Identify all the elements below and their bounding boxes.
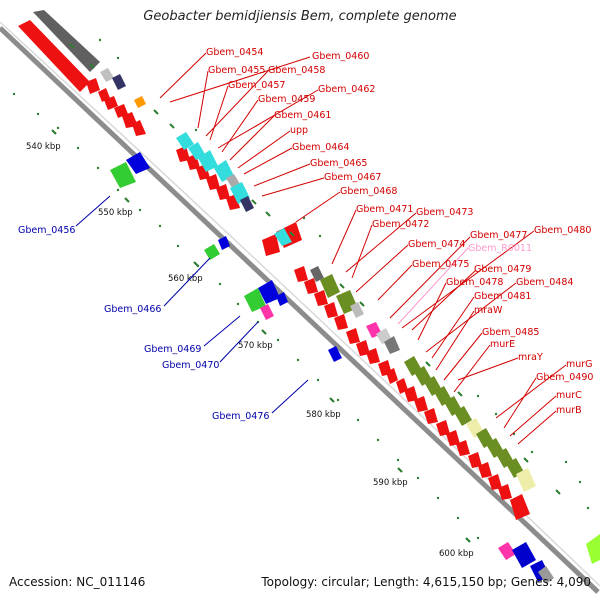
gene-label-gbem-0479: Gbem_0479: [474, 264, 531, 275]
map-title: Geobacter bemidjiensis Bem, complete gen…: [143, 9, 457, 24]
kbp-label-600: 600 kbp: [439, 549, 474, 559]
gene-label-gbem-0461: Gbem_0461: [274, 110, 331, 121]
gene-labels-minus: Gbem_0456 Gbem_0466 Gbem_0469 Gbem_0470 …: [18, 225, 269, 422]
gene-block-grey: [33, 10, 100, 72]
genome-summary-text: Topology: circular; Length: 4,615,150 bp…: [261, 575, 591, 589]
gene-label-gbem-0485: Gbem_0485: [482, 327, 539, 338]
gene-label-gbem-0473: Gbem_0473: [416, 207, 473, 218]
gene-label-mure: murE: [490, 339, 515, 350]
gene-label-gbem-0460: Gbem_0460: [312, 51, 369, 62]
gene-label-gbem-r0011: Gbem_R0011: [468, 243, 532, 254]
gene-label-gbem-0474: Gbem_0474: [408, 239, 465, 250]
gene-label-gbem-0472: Gbem_0472: [372, 219, 429, 230]
gene-label-mray: mraY: [518, 352, 543, 363]
gene-label-gbem-0462: Gbem_0462: [318, 84, 375, 95]
gene-label-gbem-0490: Gbem_0490: [536, 372, 593, 383]
minus-strand-genes: [110, 152, 554, 584]
gene-label-gbem-0468: Gbem_0468: [340, 186, 397, 197]
gene-label-murb: murB: [556, 405, 582, 416]
plus-strand-upper-genes: [100, 68, 600, 582]
kbp-label-580: 580 kbp: [306, 410, 341, 420]
gene-block-red-large: [18, 20, 90, 92]
gene-label-gbem-0469: Gbem_0469: [144, 344, 201, 355]
gene-label-gbem-0476: Gbem_0476: [212, 411, 269, 422]
gene-label-gbem-0471: Gbem_0471: [356, 204, 413, 215]
kbp-label-570: 570 kbp: [238, 341, 273, 351]
gene-label-gbem-0458: Gbem_0458: [268, 65, 325, 76]
gene-label-gbem-0465: Gbem_0465: [310, 158, 367, 169]
genome-backbone: [0, 26, 600, 594]
kbp-label-590: 590 kbp: [373, 478, 408, 488]
gene-label-gbem-0484: Gbem_0484: [516, 277, 573, 288]
kbp-label-540: 540 kbp: [26, 142, 61, 152]
gene-label-gbem-0481: Gbem_0481: [474, 291, 531, 302]
gene-label-gbem-0456: Gbem_0456: [18, 225, 75, 236]
gene-label-murg: murG: [566, 359, 593, 370]
gene-label-gbem-0478: Gbem_0478: [446, 277, 503, 288]
kbp-major-ticks: [51, 129, 471, 543]
gene-label-gbem-0477: Gbem_0477: [470, 230, 527, 241]
gene-label-gbem-0454: Gbem_0454: [206, 47, 263, 58]
scale-ticks-plus: [69, 43, 561, 495]
gene-labels-plus: Gbem_0454 Gbem_0460 Gbem_0455 Gbem_0458 …: [206, 47, 593, 416]
gene-label-upp: upp: [290, 125, 308, 136]
leader-lines-plus: [159, 52, 567, 445]
leader-lines-minus: [75, 195, 309, 414]
gene-label-gbem-0455: Gbem_0455: [208, 65, 265, 76]
gene-label-murc: murC: [556, 390, 582, 401]
kbp-label-560: 560 kbp: [168, 274, 203, 284]
plus-strand-genes: [86, 78, 530, 520]
genome-backbone-inner: [0, 21, 600, 587]
gene-label-gbem-0470: Gbem_0470: [162, 360, 219, 371]
kbp-label-550: 550 kbp: [98, 208, 133, 218]
gene-label-gbem-0480: Gbem_0480: [534, 225, 591, 236]
gene-label-gbem-0464: Gbem_0464: [292, 142, 349, 153]
kbp-labels: 540 kbp 550 kbp 560 kbp 570 kbp 580 kbp …: [26, 142, 474, 559]
gene-label-gbem-0467: Gbem_0467: [324, 172, 381, 183]
accession-text: Accession: NC_011146: [9, 575, 146, 589]
gene-label-gbem-0457: Gbem_0457: [228, 80, 285, 91]
gene-label-gbem-0459: Gbem_0459: [258, 94, 315, 105]
gene-label-mraw: mraW: [474, 305, 503, 316]
gene-label-gbem-0475: Gbem_0475: [412, 259, 469, 270]
gene-label-gbem-0466: Gbem_0466: [104, 304, 161, 315]
leader-line-rna: [397, 247, 469, 325]
